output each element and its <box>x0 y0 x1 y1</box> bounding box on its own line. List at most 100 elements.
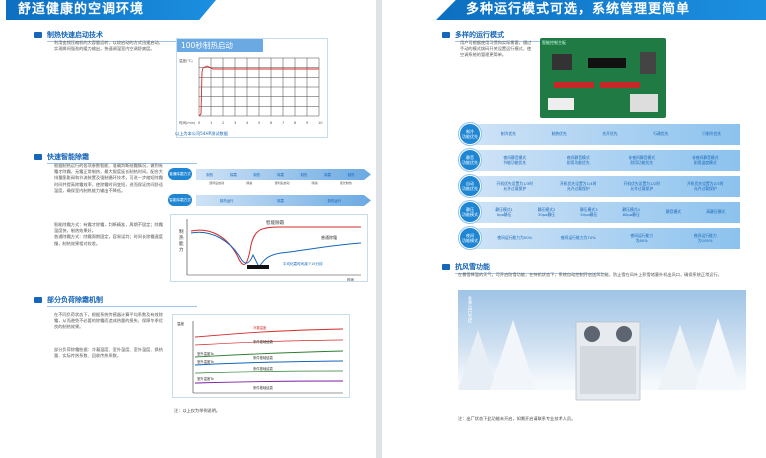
partial-body-1: 在不同负荷状态下，根据系统传感器计算平均系数及有效除霜，从而避免不必要的除霜而造… <box>54 312 163 330</box>
mode-option[interactable]: 静压模式4 80pa静压 <box>622 207 640 217</box>
lbl-line-1: 条件基础结霜 <box>253 339 273 344</box>
partial-body-2: 部分负荷除霜依据：冷凝温度、室外温度、室外温度、换热量、实际传热系数、回收传热系… <box>54 347 163 359</box>
mode-option[interactable]: 静音模式 <box>665 209 682 215</box>
board-switch-1 <box>554 82 594 88</box>
fh-xtick: 9 <box>306 121 309 125</box>
mode-option[interactable]: 制热优先 <box>551 131 567 137</box>
mode-option[interactable]: 先开优先 <box>602 131 618 137</box>
normal-defrost-curve <box>190 231 362 268</box>
section-bullet-icon <box>34 297 42 303</box>
defrost-bar <box>247 265 269 269</box>
modes-body: 用户可根据使用习惯和实际需要，通过手动的模式拨码开关设置运行模式，使空调系统的管… <box>460 40 532 58</box>
line-outdoor-1 <box>194 350 344 358</box>
tag-normal: 普通除霜方式 <box>168 168 192 180</box>
line-condense <box>194 328 344 338</box>
line-base-2 <box>194 370 344 374</box>
mode-option[interactable]: 静压模式1 0pa静压 <box>495 207 513 217</box>
mode-option[interactable]: 非夜间静音模式 耐用功能优先 <box>628 155 656 165</box>
mode-option[interactable]: 夜间静音模式 耐用功能优先 <box>566 155 590 165</box>
line-outdoor-3 <box>194 380 344 384</box>
fh-xtick: 5 <box>258 121 260 125</box>
partial-plot: 温度 冷凝温度 条件基础结霜 室外温度Ta 室外温度Ta 条件基础结霜 条件基础… <box>177 321 344 394</box>
fast-heat-ylabel: 温度(℃) <box>179 58 193 63</box>
mode-row-badge: 静音 功能优先 <box>459 149 481 171</box>
mode-option[interactable]: 静压模式3 50pa静压 <box>580 207 598 217</box>
normal-note: 除霜 <box>311 181 318 185</box>
timeline-normal <box>196 169 371 180</box>
fast-heat-caption: 以上为本公司54HP测试数据 <box>175 131 228 136</box>
dehumid-body-2: 智能除霜方式：有霜才除霜，判断精准，周期不固定；除霜温度快，制热效果好。 普通除… <box>54 222 163 246</box>
normal-segment: 制热 <box>253 173 261 177</box>
normal-segment: 制热 <box>347 173 355 177</box>
normal-segment: 除霜 <box>277 173 284 177</box>
smart-segment: 除霜 <box>277 199 284 203</box>
section-modes-title: 多样的运行模式 <box>442 30 605 42</box>
fast-heat-chart-title: 100秒制热启动 <box>177 39 263 52</box>
section-bullet-icon <box>442 32 450 38</box>
defrost-timeline: 普通除霜方式 制热除霜制热除霜制热除霜制热 误判后启动除霜误判后启动除霜延长制热… <box>168 166 371 212</box>
normal-note: 误判后启动 <box>209 181 225 185</box>
board-label: 智能控制主板 <box>542 40 566 45</box>
mode-option[interactable]: 非夜间静音模式 耐用温度模式 <box>691 155 719 165</box>
right-banner: 多种运行模式可选，系统管理更简单 <box>436 0 766 20</box>
fh-xtick: 10 <box>318 121 323 125</box>
lbl-line-7: 条件基础结霜 <box>253 385 273 390</box>
mode-option[interactable]: 夜间静音模式 节能功能优先 <box>503 155 527 165</box>
right-page: 多种运行模式可选，系统管理更简单 多样的运行模式 用户可根据使用习惯和实际需要，… <box>382 0 766 458</box>
lbl-line-0: 冷凝温度 <box>253 325 267 330</box>
fast-heat-xlabel: 时间(min) <box>179 120 196 125</box>
mode-option[interactable]: 开机优先设置为1/4时 允许过载保护 <box>560 181 597 191</box>
label-smart: 智能除霜 <box>266 219 284 226</box>
fh-xtick: 3 <box>234 121 236 125</box>
mode-row-badge: 制冷 功能优先 <box>459 123 481 145</box>
partial-note: 注：以上仅为举例说明。 <box>174 408 221 413</box>
mode-option[interactable]: 夜间运行能力为50% <box>497 235 533 241</box>
mode-row-bar <box>470 124 740 145</box>
board-chip <box>552 54 572 70</box>
board-display <box>588 58 626 68</box>
defrost-plot: 制热能力 智能除霜 普通除霜 平均化霜时间减少15分钟 时间 <box>179 219 362 282</box>
partial-chart: 温度 冷凝温度 条件基础结霜 室外温度Ta 室外温度Ta 条件基础结霜 条件基础… <box>172 314 350 398</box>
mode-option[interactable]: 开机优先设置为2/3时 允许过载保护 <box>687 181 724 191</box>
fast-heat-body: 利用变频压缩机的大容量运转，以较启动的方式迅速启动，实现瞬间强劲的暖力输出，快速… <box>54 40 163 52</box>
mode-option[interactable]: 高静压模式 <box>706 209 726 215</box>
fast-heat-curve <box>198 65 319 117</box>
defrost-chart: 制热能力 智能除霜 普通除霜 平均化霜时间减少15分钟 时间 <box>170 214 368 282</box>
mode-option[interactable]: 夜间运行能力 为100% <box>693 233 717 243</box>
lbl-line-2: 室外温度Ta <box>197 351 214 356</box>
board-switch-2 <box>600 82 640 88</box>
normal-note: 除霜 <box>246 181 253 185</box>
lbl-line-4: 条件基础结霜 <box>253 355 273 360</box>
normal-segment: 除霜 <box>229 173 237 177</box>
snow-photo: 冬季运行无忧 <box>458 290 746 412</box>
mode-option[interactable]: 制冷优先 <box>500 131 516 137</box>
line-base-1 <box>194 339 344 346</box>
lbl-line-3: 室外温度Ta <box>197 359 214 364</box>
mode-option[interactable]: 静压模式2 30pa静压 <box>537 207 556 217</box>
section-snow-title: 抗风雪功能 <box>442 262 605 274</box>
section-partial-title: 部分负荷除霜机制 <box>34 295 197 307</box>
normal-segment: 制热 <box>206 173 214 177</box>
snow-tree-4 <box>693 318 743 396</box>
normal-note: 延长制热 <box>339 181 352 185</box>
mode-option[interactable]: 只制冷优先 <box>702 131 722 137</box>
mode-option[interactable]: 夜间运行能力 为80% <box>630 233 654 243</box>
snow-tree-3 <box>658 325 702 390</box>
mode-option[interactable]: 开机优先设置为1/2时 允许过载保护 <box>623 181 661 191</box>
snow-photo-label: 冬季运行无忧 <box>467 296 472 323</box>
fh-xtick: 4 <box>246 121 249 125</box>
smart-segment: 制热运行 <box>219 199 234 203</box>
section-bullet-icon <box>442 264 450 270</box>
mode-option[interactable]: 行政优先 <box>653 131 669 137</box>
board-connector-1 <box>548 98 574 110</box>
snow-ground <box>458 390 746 412</box>
normal-segment: 制热 <box>300 173 308 177</box>
mode-row-bar <box>470 150 740 171</box>
mode-option[interactable]: 开机优先设置为1/3时 允许过载保护 <box>496 181 534 191</box>
tag-smart: 智能除霜方式 <box>168 194 192 206</box>
mode-option[interactable]: 夜间运行能力为70% <box>560 235 596 241</box>
fh-xtick: 8 <box>294 121 297 125</box>
left-page: 舒适健康的空调环境 制热快速启动技术 利用变频压缩机的大容量运转，以较启动的方式… <box>0 0 376 458</box>
smart-segment: 制热运行 <box>327 199 342 203</box>
